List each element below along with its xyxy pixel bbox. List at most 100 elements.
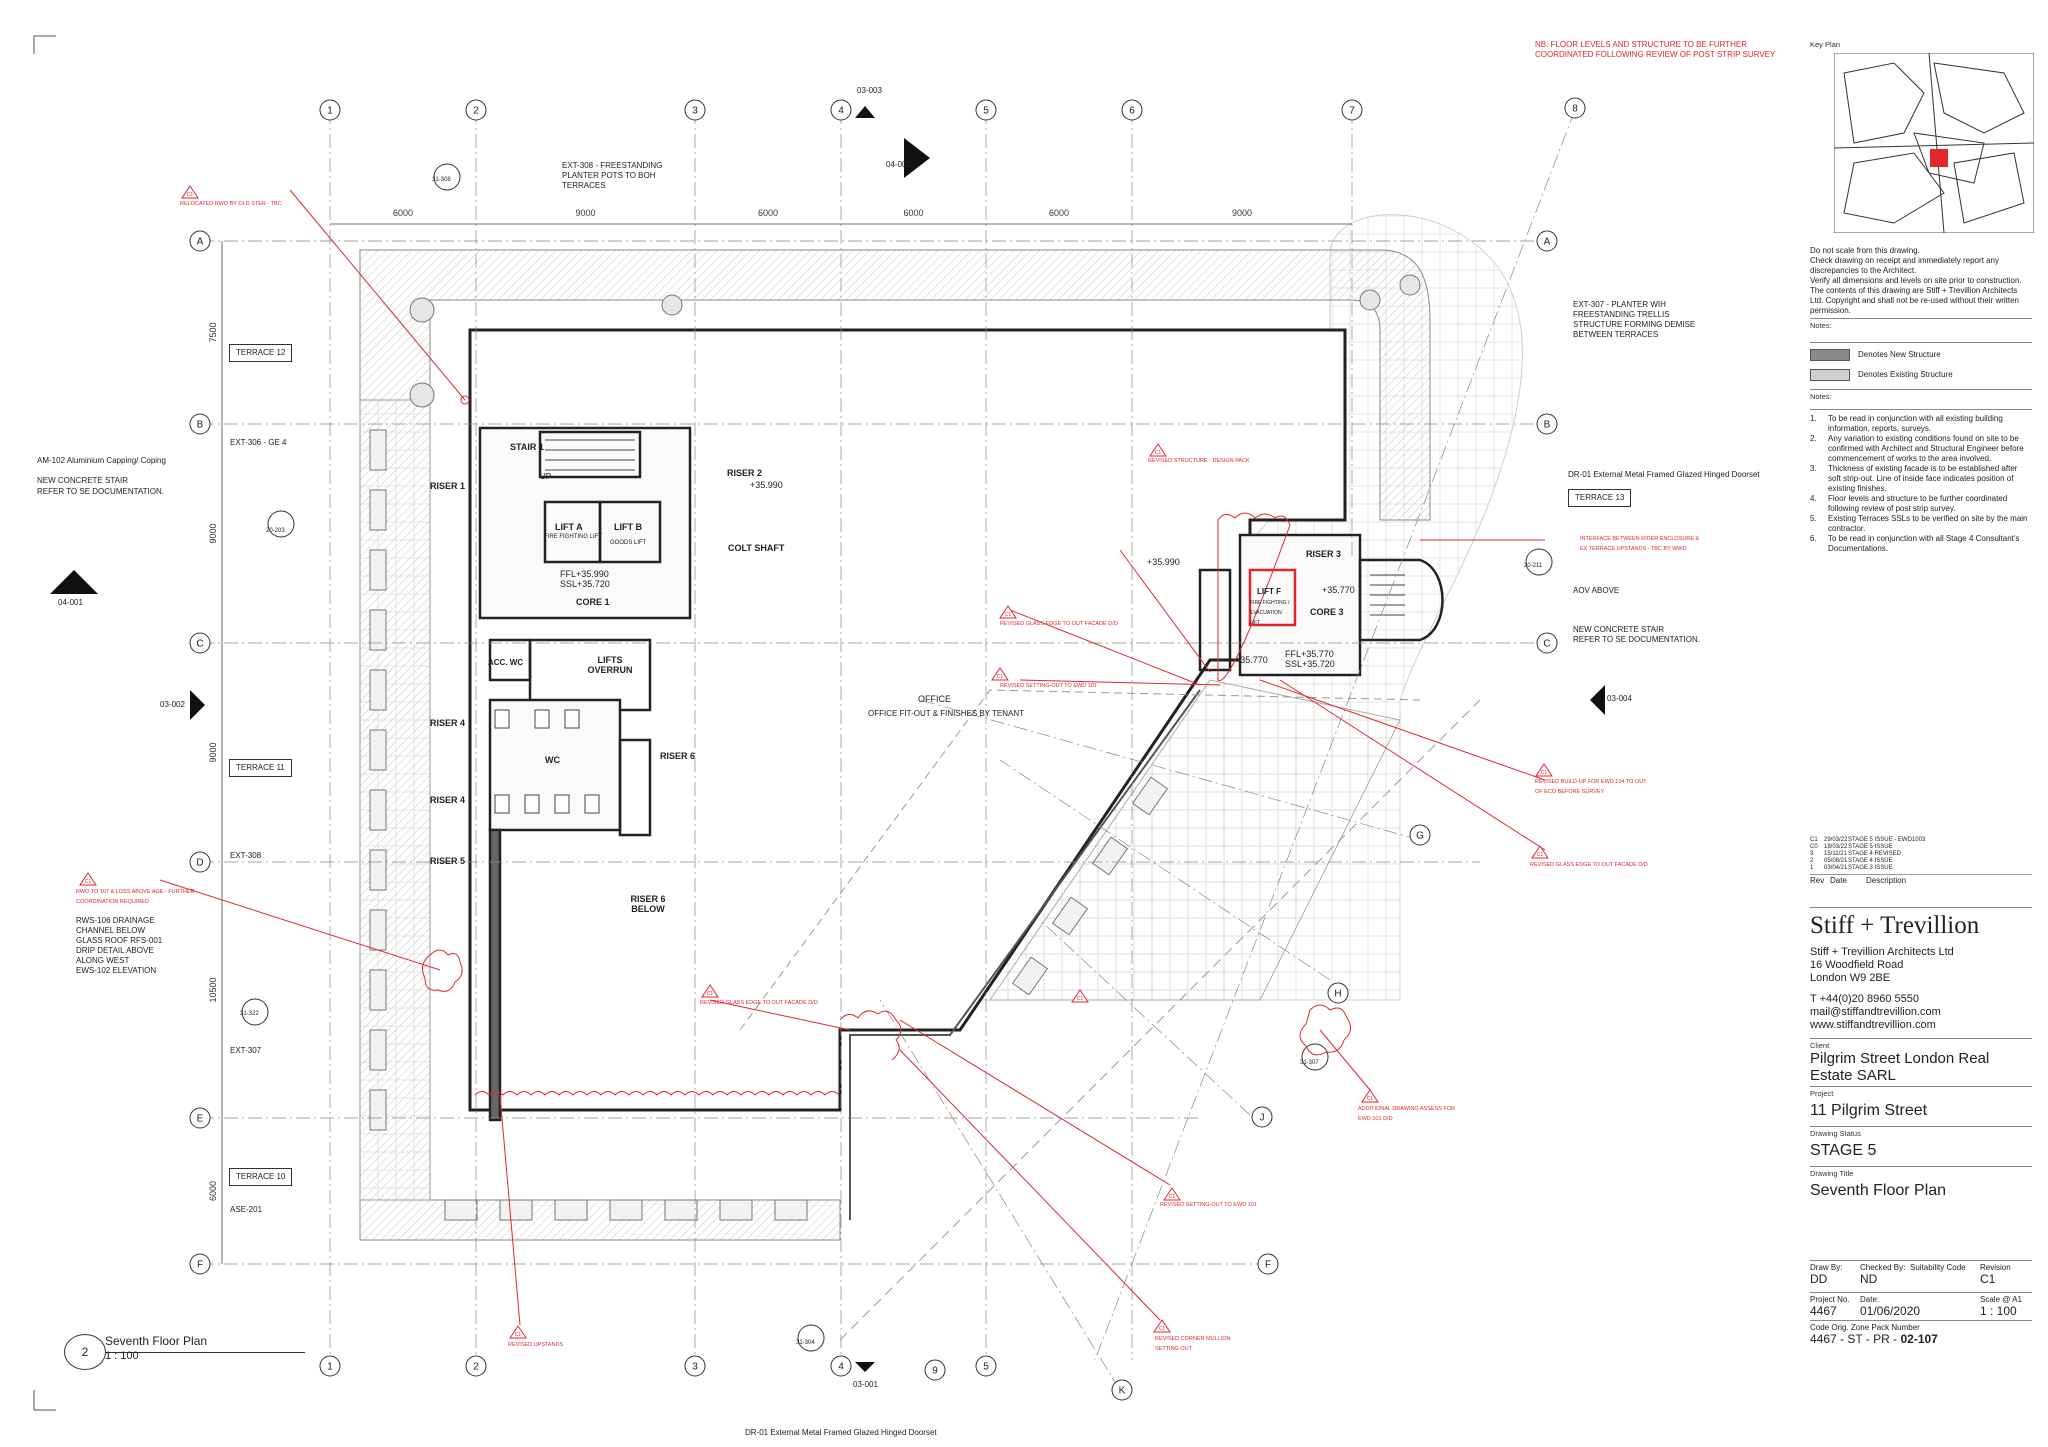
revision-triangle-label-3: C1 bbox=[997, 674, 1004, 680]
grid-bubble-bottom-9 bbox=[924, 1359, 946, 1381]
colt-shaft: COLT SHAFT bbox=[728, 543, 785, 553]
revision-triangle-label-5: C1 bbox=[1537, 852, 1544, 858]
grid-bubble-bottom-2-label: 2 bbox=[473, 1362, 479, 1373]
section-mark-03-001: 03-001 bbox=[853, 1380, 878, 1389]
callout-ext306: EXT-306 - GE 4 bbox=[230, 438, 287, 447]
plan-number-bubble: 2 bbox=[64, 1334, 106, 1370]
terrace-band bbox=[359, 249, 1431, 1241]
header-note: NB: FLOOR LEVELS AND STRUCTURE TO BE FUR… bbox=[1535, 40, 1776, 59]
firm-logo: Stiff + Trevillion bbox=[1810, 912, 1980, 939]
terrace-12-label: TERRACE 12 bbox=[229, 344, 293, 362]
detail-bubble-4 bbox=[1525, 548, 1553, 576]
grid-bubble-top-7-label: 7 bbox=[1349, 106, 1355, 117]
legend-new-swatch bbox=[1810, 349, 1850, 361]
grid-bubble-bottom-4 bbox=[830, 1355, 852, 1377]
revision-triangle-label-11: C1 bbox=[1159, 1326, 1166, 1332]
grid-bubble-top-7 bbox=[1341, 99, 1363, 121]
revision-triangle-label-7: C1 bbox=[707, 991, 714, 997]
room-core1: CORE 1 bbox=[576, 597, 610, 607]
room-lift-b: LIFT B bbox=[614, 522, 642, 532]
drawn-checked-row: Draw By: Checked By: Suitability Code Re… bbox=[1810, 1263, 2011, 1272]
revision-triangle-3 bbox=[991, 667, 1009, 681]
dimension-left-3: 10500 bbox=[208, 977, 218, 1002]
room-office: OFFICE bbox=[918, 694, 951, 704]
callout-dr01-bottom: DR-01 External Metal Framed Glazed Hinge… bbox=[745, 1428, 937, 1437]
rev-note-3: INTERFACE BETWEEN RIDER ENCLOSURE & EX T… bbox=[1580, 536, 1700, 552]
terrace-10-label: TERRACE 10 bbox=[229, 1168, 293, 1186]
revision-triangle-7 bbox=[701, 984, 719, 998]
grid-bubble-top-6 bbox=[1121, 99, 1143, 121]
callout-stair-b: REFER TO SE DOCUMENTATION. bbox=[37, 487, 164, 496]
rev-note-7: REVISED GLASS EDGE TO OUT FACADE D/D bbox=[1530, 862, 1648, 868]
planter-pots bbox=[409, 274, 1421, 408]
grid-bubble-bottom-5 bbox=[975, 1355, 997, 1377]
detail-mark-6: 31-304 bbox=[796, 1340, 815, 1346]
drawing-title: Seventh Floor Plan bbox=[1810, 1182, 1947, 1199]
detail-mark-1: 31-308 bbox=[432, 177, 451, 183]
grid-bubble-H-label: H bbox=[1334, 989, 1341, 1000]
grid-bubble-bottom-5-label: 5 bbox=[983, 1362, 989, 1373]
grid-bubble-K-label: K bbox=[1119, 1386, 1126, 1397]
grid-bubble-top-1 bbox=[319, 99, 341, 121]
revision-clouds bbox=[159, 189, 1546, 1326]
grid-bubble-top-5 bbox=[975, 99, 997, 121]
grid-bubble-J-label: J bbox=[1260, 1113, 1265, 1124]
stair-up-label: UP bbox=[540, 472, 552, 481]
grid-bubble-right-F-label: F bbox=[1265, 1260, 1271, 1271]
rev-note-12: REVISED UPSTANDS bbox=[508, 1342, 564, 1348]
revision-triangle-9 bbox=[1163, 1187, 1181, 1201]
rev-note-13: REVISED CORNER MULLION SETTING OUT bbox=[1155, 1336, 1231, 1352]
disclaimer: Do not scale from this drawing. Check dr… bbox=[1810, 246, 2022, 315]
grid-bubble-left-D-label: D bbox=[196, 858, 203, 869]
legend-new: Denotes New Structure bbox=[1810, 349, 2032, 361]
section-mark-03-004: 03-004 bbox=[1607, 694, 1632, 703]
rev-note-6: REVISED BUILD-UP FOR EWD 104 TO OUT OF E… bbox=[1535, 779, 1647, 795]
detail-mark-2: 20-203 bbox=[266, 528, 285, 534]
callout-ase201: ASE-201 bbox=[230, 1205, 263, 1214]
grid-bubble-bottom-1-label: 1 bbox=[327, 1362, 333, 1373]
grid-bubble-left-B bbox=[189, 413, 211, 435]
revision-triangle-6 bbox=[79, 872, 97, 886]
level-35770: +35.770 bbox=[1322, 585, 1355, 595]
drawing-status: STAGE 5 bbox=[1810, 1142, 1877, 1159]
revision-triangle-label-4: C1 bbox=[1541, 770, 1548, 776]
grid-bubble-bottom-1 bbox=[319, 1355, 341, 1377]
grid-bubble-top-3 bbox=[684, 99, 706, 121]
room-riser6: RISER 6 bbox=[660, 751, 696, 761]
drawing-number: 4467 - ST - PR - 02-107 bbox=[1810, 1332, 1938, 1346]
revision-triangle-10 bbox=[509, 1325, 527, 1339]
level-35770-b: +35.770 bbox=[1235, 655, 1268, 665]
revision-triangle-1 bbox=[1149, 443, 1167, 457]
revision-triangle-label-6: C1 bbox=[85, 879, 92, 885]
title-block: Key Plan Do not scale from this drawing.… bbox=[1810, 40, 2035, 1346]
detail-mark-5: 20-211 bbox=[1524, 563, 1543, 569]
level-35990-b: +35.990 bbox=[1147, 557, 1180, 567]
grid-bubble-bottom-2 bbox=[465, 1355, 487, 1377]
revision-triangle-label-2: C1 bbox=[1005, 612, 1012, 618]
grid-bubble-bottom-3 bbox=[684, 1355, 706, 1377]
dimension-left-2: 9000 bbox=[208, 742, 218, 762]
lifts-overrun: LIFTS OVERRUN bbox=[587, 655, 633, 675]
detail-bubble-3 bbox=[1301, 1043, 1329, 1071]
riser6-below: RISER 6 BELOW bbox=[630, 894, 666, 914]
grid-bubble-right-B-label: B bbox=[1544, 420, 1551, 431]
grid-bubble-bottom-9-label: 9 bbox=[932, 1366, 938, 1377]
grid-bubble-top-2-label: 2 bbox=[473, 106, 479, 117]
callout-dr01: DR-01 External Metal Framed Glazed Hinge… bbox=[1568, 470, 1760, 479]
detail-bubble-1 bbox=[267, 510, 295, 538]
detail-bubble-5 bbox=[797, 1324, 825, 1352]
grid-bubble-right-C-label: C bbox=[1543, 639, 1550, 650]
terrace-11-label: TERRACE 11 bbox=[229, 759, 292, 777]
firm-block: Stiff + Trevillion Stiff + Trevillion Ar… bbox=[1810, 905, 2032, 1346]
callout-aov: AOV ABOVE bbox=[1573, 586, 1620, 595]
room-core3: CORE 3 bbox=[1310, 607, 1344, 617]
revision-triangle-2 bbox=[999, 605, 1017, 619]
legend-existing-swatch bbox=[1810, 369, 1850, 381]
grid-bubble-top-2 bbox=[465, 99, 487, 121]
detail-bubble-0 bbox=[433, 163, 461, 191]
detail-mark-4: 31-307 bbox=[1300, 1060, 1319, 1066]
